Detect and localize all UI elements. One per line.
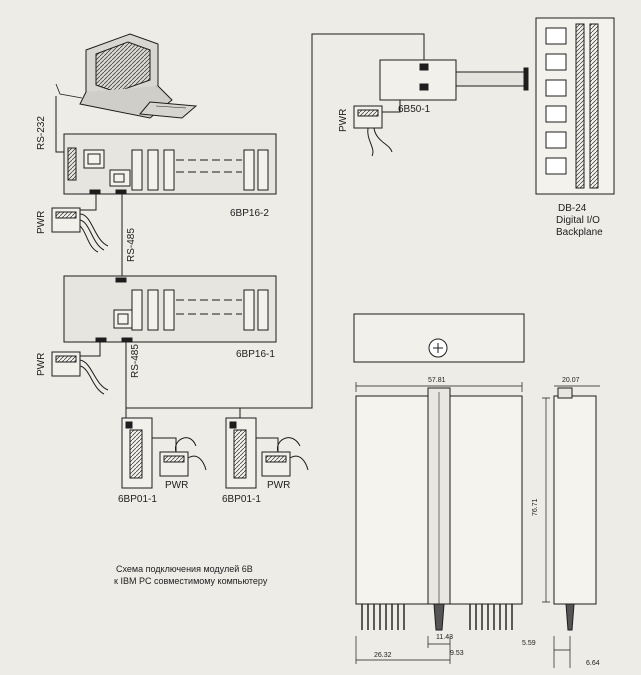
dimension-width-side: 20.07 xyxy=(562,377,580,384)
dimension-6-64: 6.64 xyxy=(586,660,600,667)
module-label-6bp01-1-left: 6BP01-1 xyxy=(118,494,157,505)
rs232-label: RS-232 xyxy=(36,116,47,150)
pwr-label-module-1: PWR xyxy=(165,480,189,491)
db24-label-line1: DB-24 xyxy=(558,203,587,214)
pwr-supply-mid-left xyxy=(51,342,109,395)
module-top-view-drawing xyxy=(353,313,525,363)
pwr-label-mid-left: PWR xyxy=(36,352,47,376)
dimension-9-53: 9.53 xyxy=(450,650,464,657)
db24-digital-io-backplane xyxy=(535,17,615,195)
module-6bp01-1-right xyxy=(225,417,309,489)
pwr-label-top-left: PWR xyxy=(36,210,47,234)
dimension-26-32: 26.32 xyxy=(374,652,392,659)
pwr-label-6b50: PWR xyxy=(338,108,349,132)
module-label-6b50-1: 6B50-1 xyxy=(398,104,431,115)
backplane-6bp16-1 xyxy=(63,275,277,343)
module-side-view-drawing xyxy=(542,385,600,668)
rs232-cable xyxy=(55,96,64,153)
caption-line2: к IBM PC совместимому компьютеру xyxy=(114,576,268,586)
module-label-6bp01-1-right: 6BP01-1 xyxy=(222,494,261,505)
module-front-view-drawing xyxy=(355,382,523,664)
db24-label-line3: Backplane xyxy=(556,227,603,238)
backplane-6bp16-2 xyxy=(63,133,277,195)
rs485-bus-bottom xyxy=(125,33,425,409)
pwr-supply-top-left xyxy=(51,194,109,253)
db24-label-line2: Digital I/O xyxy=(556,215,600,226)
rs485-label-bottom: RS-485 xyxy=(130,344,141,378)
module-6bp01-1-left xyxy=(121,417,207,489)
computer-icon xyxy=(55,33,198,119)
pwr-label-module-2: PWR xyxy=(267,480,291,491)
dimension-height: 76.71 xyxy=(532,498,539,516)
module-6b50-1 xyxy=(353,59,529,157)
backplane-label-6bp16-2: 6BP16-2 xyxy=(230,208,269,219)
dimension-11-43: 11.43 xyxy=(436,634,453,641)
caption-line1: Схема подключения модулей 6B xyxy=(116,564,253,574)
dimension-width-front: 57.81 xyxy=(428,377,446,384)
backplane-label-6bp16-1: 6BP16-1 xyxy=(236,349,275,360)
dimension-5-59: 5.59 xyxy=(522,640,536,647)
rs485-label-top: RS-485 xyxy=(126,228,137,262)
